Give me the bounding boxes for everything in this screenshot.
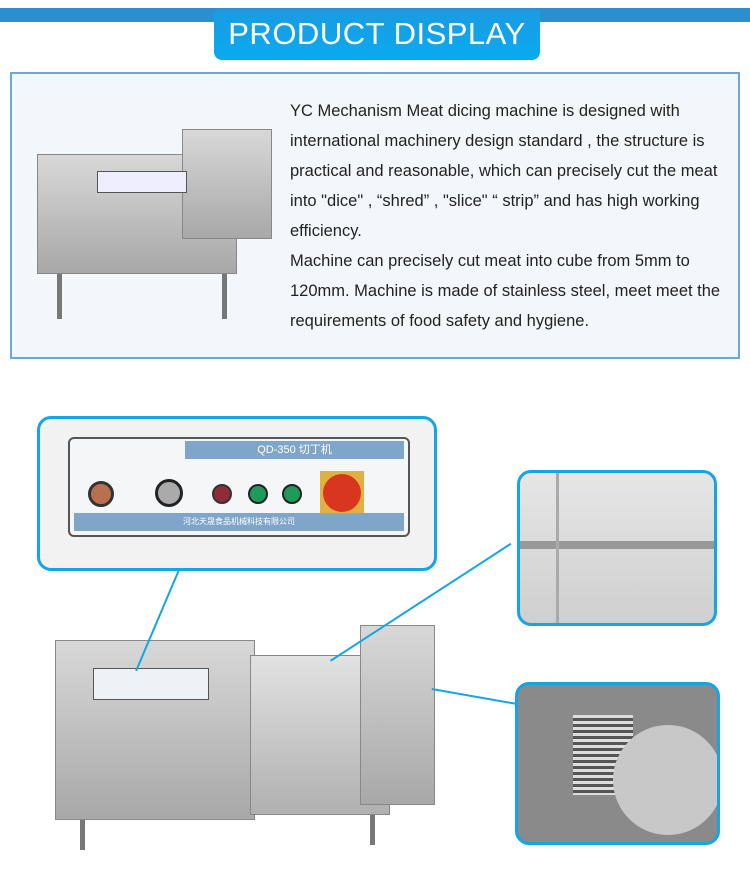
indicator-light bbox=[212, 484, 232, 504]
company-label: 河北天晟食品机械科技有限公司 bbox=[74, 513, 404, 531]
control-panel: QD-350 切丁机 河北天晟食品机械科技有限公司 bbox=[68, 437, 410, 537]
start-button bbox=[282, 484, 302, 504]
product-photo-small bbox=[37, 129, 277, 329]
interior-callout bbox=[517, 470, 717, 626]
intro-description: YC Mechanism Meat dicing machine is desi… bbox=[290, 96, 740, 336]
control-panel-callout: QD-350 切丁机 河北天晟食品机械科技有限公司 bbox=[37, 416, 437, 571]
main-power-switch bbox=[320, 471, 364, 515]
blade-callout bbox=[515, 682, 720, 845]
model-label: QD-350 切丁机 bbox=[185, 441, 404, 459]
intro-paragraph: Machine can precisely cut meat into cube… bbox=[290, 252, 721, 330]
page-title: PRODUCT DISPLAY bbox=[214, 10, 540, 60]
key-switch bbox=[155, 479, 183, 507]
start-button bbox=[248, 484, 268, 504]
intro-paragraph: YC Mechanism Meat dicing machine is desi… bbox=[290, 102, 718, 240]
emergency-stop-button bbox=[88, 481, 114, 507]
intro-box: YC Mechanism Meat dicing machine is desi… bbox=[10, 72, 740, 359]
